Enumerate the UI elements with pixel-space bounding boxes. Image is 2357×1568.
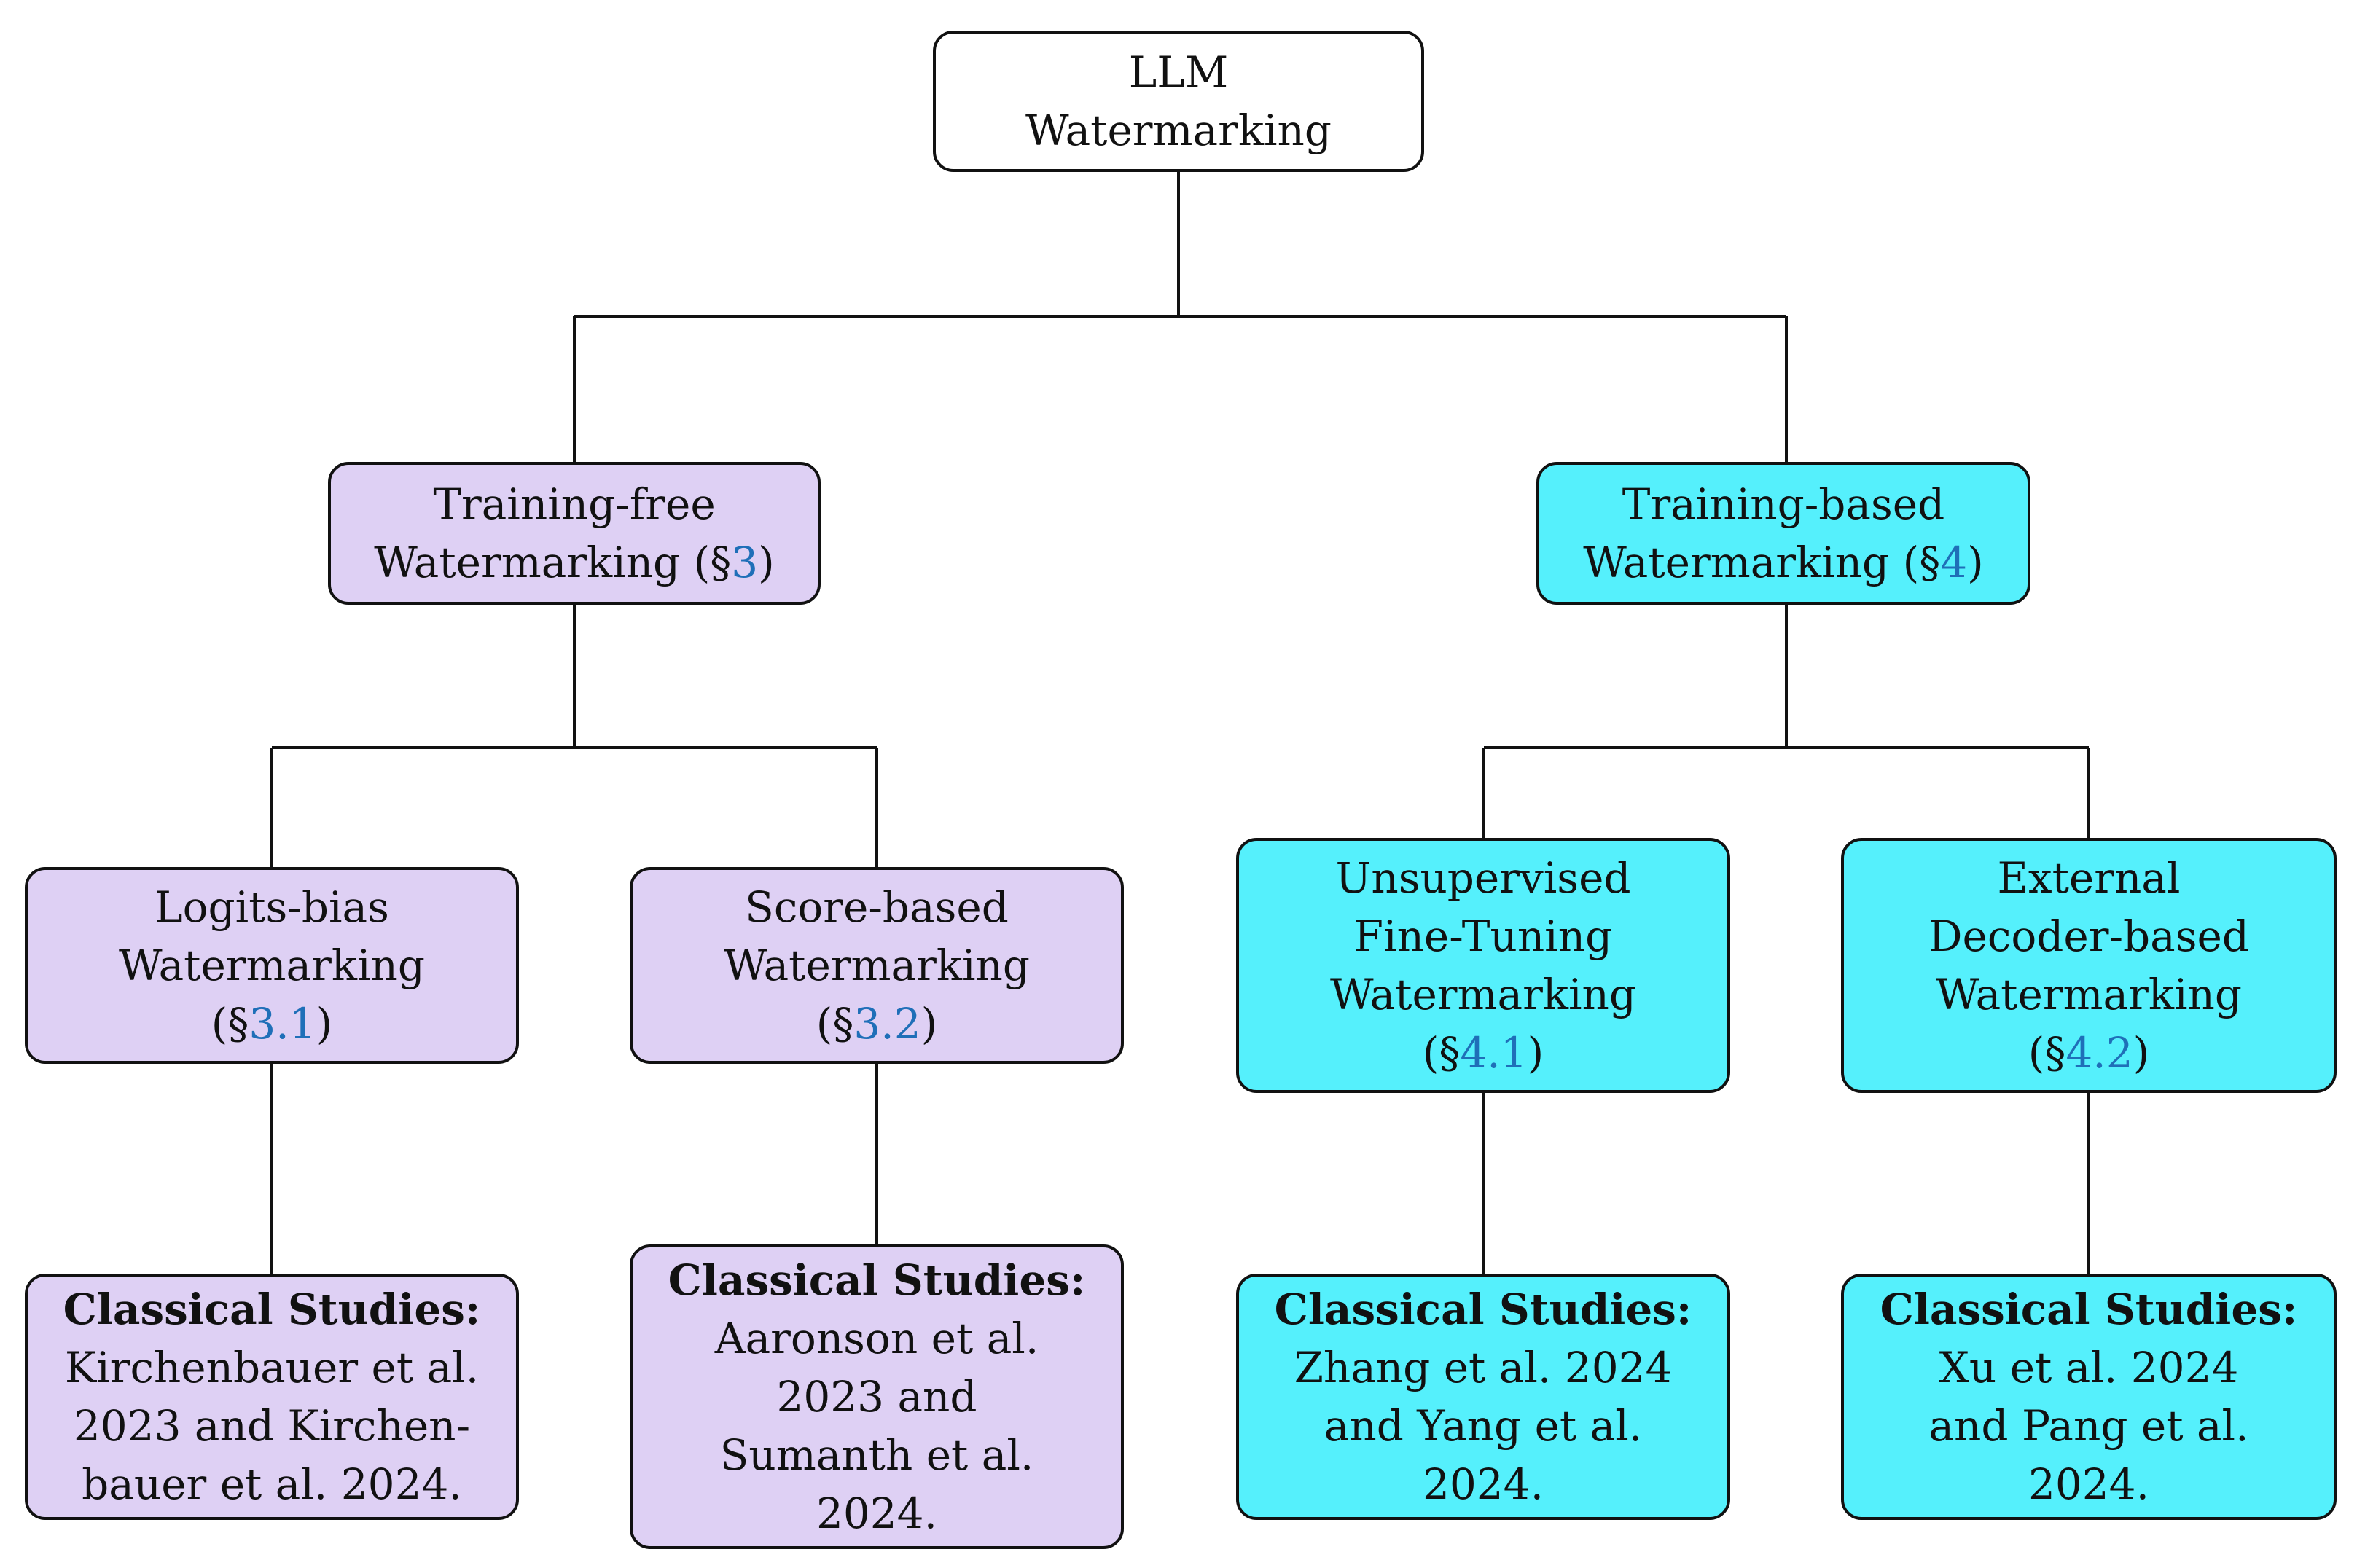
logits-bias-line2: Watermarking [119,941,425,990]
section-ref-4-2[interactable]: 4.2 [2065,1028,2133,1078]
studies-logits-line1: Kirchenbauer et al. [64,1343,480,1392]
studies-label: Classical Studies: [1274,1285,1692,1334]
studies-unsupervised-node: Classical Studies: Zhang et al. 2024 and… [1236,1274,1730,1520]
unsupervised-line2: Fine-Tuning [1353,912,1613,961]
studies-logits-line3: bauer et al. 2024. [82,1459,462,1509]
studies-score-line1: Aaronson et al. [714,1314,1039,1363]
external-line1: External [1997,853,2181,903]
unsupervised-line1: Unsupervised [1335,853,1631,903]
section-ref-3[interactable]: 3 [731,538,759,587]
studies-external-line3: 2024. [2028,1459,2150,1509]
studies-label: Classical Studies: [668,1255,1086,1305]
section-ref-3-1[interactable]: 3.1 [249,999,316,1048]
training-free-line1: Training-free [433,479,716,529]
studies-score-node: Classical Studies: Aaronson et al. 2023 … [630,1244,1124,1549]
edge-training-free-to-children [270,605,878,867]
score-based-node: Score-based Watermarking (§3.2) [630,867,1124,1064]
training-based-node: Training-based Watermarking (§4) [1536,462,2030,605]
root-node: LLM Watermarking [933,31,1424,172]
edge-root-to-level1 [573,172,1788,462]
studies-logits-line2: 2023 and Kirchen- [73,1401,471,1451]
edge-training-based-to-children [1482,605,2090,838]
studies-score-line2: 2023 and [776,1372,977,1422]
studies-label: Classical Studies: [63,1285,481,1334]
unsupervised-node: Unsupervised Fine-Tuning Watermarking (§… [1236,838,1730,1093]
studies-unsup-line3: 2024. [1422,1459,1544,1509]
section-ref-4-1[interactable]: 4.1 [1460,1028,1528,1078]
studies-score-line4: 2024. [816,1489,938,1538]
studies-score-line3: Sumanth et al. [719,1430,1034,1480]
studies-external-line2: and Pang et al. [1928,1401,2249,1451]
studies-logits-node: Classical Studies: Kirchenbauer et al. 2… [25,1274,519,1520]
section-ref-4[interactable]: 4 [1940,538,1968,587]
score-based-line3: (§3.2) [816,999,938,1048]
training-free-node: Training-free Watermarking (§3) [328,462,821,605]
logits-bias-node: Logits-bias Watermarking (§3.1) [25,867,519,1064]
unsupervised-line3: Watermarking [1330,970,1636,1019]
studies-label: Classical Studies: [1880,1285,2298,1334]
studies-external-node: Classical Studies: Xu et al. 2024 and Pa… [1841,1274,2337,1520]
external-line4: (§4.2) [2028,1028,2150,1078]
training-free-line2: Watermarking (§3) [374,538,775,587]
unsupervised-line4: (§4.1) [1422,1028,1544,1078]
external-line3: Watermarking [1936,970,2242,1019]
external-line2: Decoder-based [1928,912,2249,961]
external-decoder-node: External Decoder-based Watermarking (§4.… [1841,838,2337,1093]
section-ref-3-2[interactable]: 3.2 [853,999,921,1048]
studies-unsup-line1: Zhang et al. 2024 [1294,1343,1673,1392]
logits-bias-line1: Logits-bias [155,882,389,932]
logits-bias-line3: (§3.1) [211,999,333,1048]
root-line2: Watermarking [1025,106,1332,155]
score-based-line1: Score-based [745,882,1009,932]
score-based-line2: Watermarking [724,941,1030,990]
studies-external-line1: Xu et al. 2024 [1939,1343,2239,1392]
studies-unsup-line2: and Yang et al. [1324,1401,1643,1451]
root-line1: LLM [1128,47,1229,97]
training-based-line2: Watermarking (§4) [1583,538,1984,587]
training-based-line1: Training-based [1622,479,1945,529]
